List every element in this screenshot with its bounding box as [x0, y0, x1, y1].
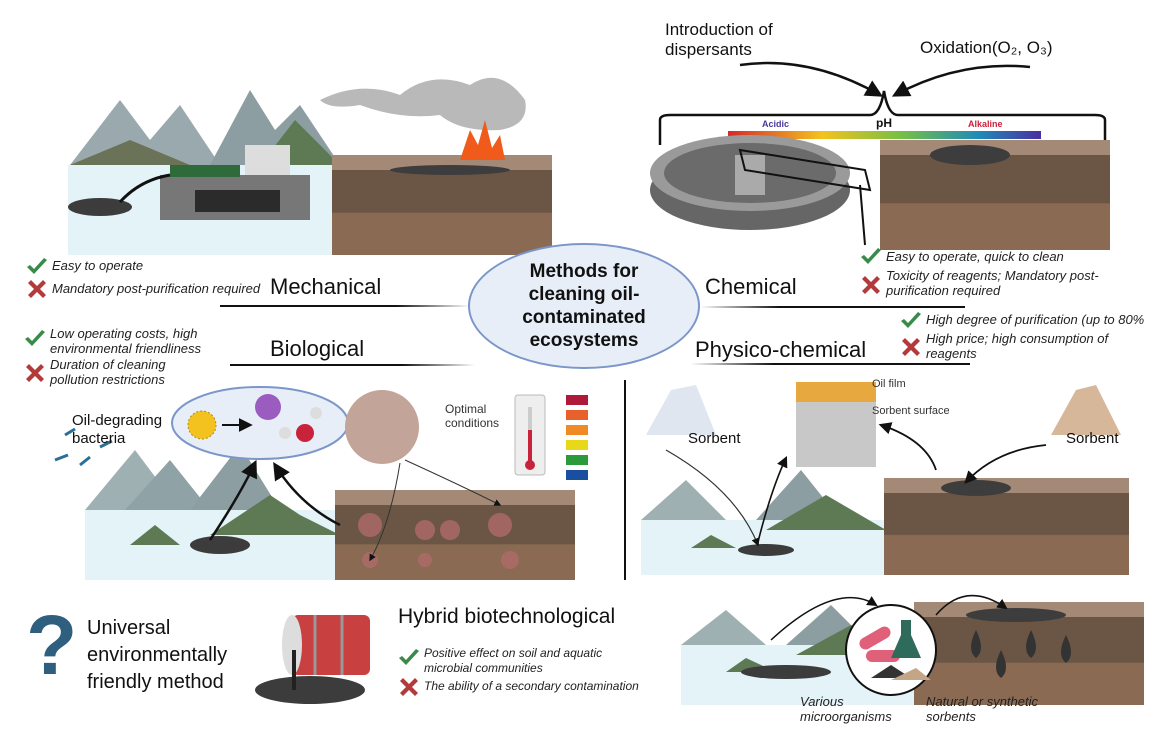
- soil-block: [335, 500, 575, 580]
- soil-sample-icon: [345, 390, 419, 464]
- sorbent-left-label: Sorbent: [688, 430, 741, 447]
- biological-illustration: [54, 386, 588, 580]
- physico-chemical-illustration: [641, 382, 1129, 575]
- check-icon: [24, 330, 46, 348]
- microorganism-icon: [866, 650, 900, 662]
- hybrid-title: Hybrid biotechnological: [398, 605, 616, 628]
- physico-chemical-scene: [636, 370, 1156, 580]
- mechanical-con: Mandatory post-purification required: [26, 278, 260, 300]
- biological-scene: [40, 385, 620, 585]
- physico-chemical-pro: High degree of purification (up to 80%: [900, 312, 1144, 330]
- biological-divider: [230, 364, 475, 366]
- ph-scale-bar: [728, 131, 1041, 139]
- soil-block: [914, 610, 1144, 705]
- oil-spot: [930, 145, 1010, 165]
- oil-drops: [971, 630, 1071, 678]
- temperature-color-scale: [566, 395, 588, 480]
- sorbent-pile-right: [1051, 385, 1121, 435]
- arrow-dispersants: [739, 61, 884, 97]
- acidic-label: Acidic: [762, 119, 790, 129]
- oil-barrel-scene: [250, 605, 380, 715]
- dispersants-label: Introduction of dispersants: [665, 20, 773, 59]
- oil-slick: [68, 198, 132, 216]
- physico-chemical-con: High price; high consumption of reagents: [900, 331, 1144, 361]
- check-icon: [900, 312, 922, 330]
- check-icon: [860, 248, 882, 266]
- smoke: [320, 77, 526, 131]
- bacteria-label: Oil-degrading bacteria: [72, 412, 163, 447]
- optimal-conditions-label: Optimal conditions: [445, 402, 500, 430]
- ph-label: pH: [876, 116, 892, 130]
- sorbent-pile-left: [646, 385, 716, 435]
- chemical-con: Toxicity of reagents; Mandatory post-pur…: [860, 268, 1101, 298]
- chemical-pro: Easy to operate, quick to clean: [860, 248, 1101, 266]
- arrow-oxidation: [891, 64, 1031, 97]
- chemical-pros-cons: Easy to operate, quick to clean Toxicity…: [860, 248, 1101, 298]
- sorbent-right-label: Sorbent: [1066, 430, 1119, 447]
- cross-icon: [26, 278, 48, 300]
- physico-chemical-title: Physico-chemical: [695, 337, 867, 362]
- question-icon: ?: [26, 598, 78, 692]
- hybrid-illustration: [681, 594, 1144, 705]
- co2-molecule: [255, 394, 281, 420]
- microorganism-icon: [859, 626, 891, 650]
- mechanical-illustration: [68, 77, 552, 255]
- chemical-illustration: [650, 61, 1110, 250]
- mechanical-scene: [60, 60, 630, 260]
- cross-icon: [398, 676, 420, 698]
- physico-chemical-divider: [690, 363, 970, 365]
- ph-brace: [658, 90, 1107, 145]
- flask-icon: [891, 620, 921, 658]
- center-title: Methods for cleaning oil-contaminated ec…: [522, 261, 646, 351]
- oil-barrel-icon: [255, 615, 370, 704]
- chemical-title: Chemical: [705, 274, 797, 299]
- biological-pros-cons: Low operating costs, high environmental …: [24, 326, 210, 387]
- sun-icon: [187, 410, 217, 440]
- chemical-divider: [700, 306, 965, 308]
- check-icon: [398, 649, 420, 667]
- section-divider: [624, 380, 626, 580]
- cross-icon: [900, 336, 922, 358]
- microorganisms-label: Various microorganisms: [800, 694, 892, 724]
- physico-chemical-pros-cons: High degree of purification (up to 80% H…: [900, 312, 1144, 361]
- mechanical-pro: Easy to operate: [26, 258, 260, 276]
- oil-slick: [190, 536, 250, 554]
- sorbents-label: Natural or synthetic sorbents: [926, 694, 1038, 724]
- mechanical-pros-cons: Easy to operate Mandatory post-purificat…: [26, 258, 260, 300]
- soil-block: [332, 160, 552, 255]
- biological-title: Biological: [270, 336, 365, 361]
- soil-block: [884, 485, 1129, 575]
- hybrid-pros-cons: Positive effect on soil and aquatic micr…: [398, 646, 639, 698]
- biological-con: Duration of cleaning pollution restricti…: [24, 357, 210, 387]
- water-molecule: [296, 424, 314, 442]
- oxidation-label: Oxidation(O₂, O₃): [920, 38, 1053, 57]
- biological-pro: Low operating costs, high environmental …: [24, 326, 210, 356]
- sorbent-surface-label: Sorbent surface: [872, 405, 950, 417]
- oil-film-label: Oil film: [872, 378, 906, 390]
- cross-icon: [860, 274, 882, 296]
- universal-method-text: Universal environmentally friendly metho…: [87, 617, 228, 693]
- hybrid-con: The ability of a secondary contamination: [398, 676, 639, 698]
- hybrid-pro: Positive effect on soil and aquatic micr…: [398, 646, 639, 676]
- center-ellipse: Methods for cleaning oil-contaminated ec…: [468, 243, 700, 369]
- mechanical-divider: [220, 305, 470, 307]
- alkaline-label: Alkaline: [968, 119, 1003, 129]
- bacteria-colonies: [358, 513, 519, 569]
- bacteria-icons: [54, 427, 113, 467]
- fire: [460, 120, 505, 160]
- mechanical-title: Mechanical: [270, 274, 382, 299]
- check-icon: [26, 258, 48, 276]
- hybrid-scene: [676, 580, 1156, 710]
- cross-icon: [24, 362, 46, 384]
- chemical-scene: [640, 55, 1120, 255]
